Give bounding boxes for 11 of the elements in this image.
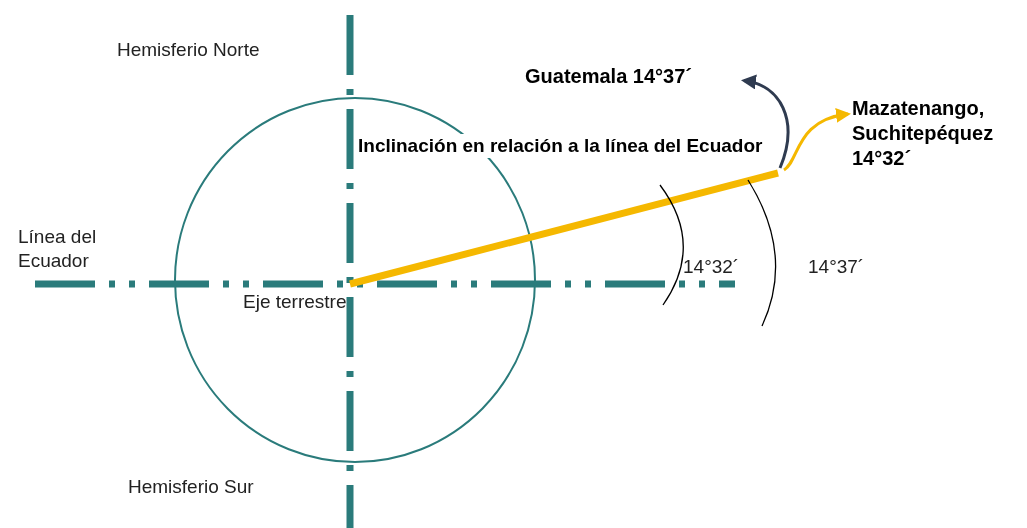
curved-arrow (783, 108, 851, 172)
hemisphere-label: Hemisferio Norte (117, 38, 261, 62)
equator-label: Línea del Ecuador (18, 225, 98, 273)
place-label: Guatemala 14°37´ (525, 64, 740, 89)
angle-label: 14°37´ (808, 255, 866, 279)
curved-arrow (741, 75, 790, 169)
caption-label: Inclinación en relación a la línea del Ecuador (358, 134, 763, 158)
place-label: Mazatenango, Suchitepéquez 14°32´ (852, 96, 1027, 171)
axis-label: Eje terrestre (243, 290, 348, 314)
angle-label: 14°32´ (683, 255, 741, 279)
hemisphere-label: Hemisferio Sur (128, 475, 255, 499)
